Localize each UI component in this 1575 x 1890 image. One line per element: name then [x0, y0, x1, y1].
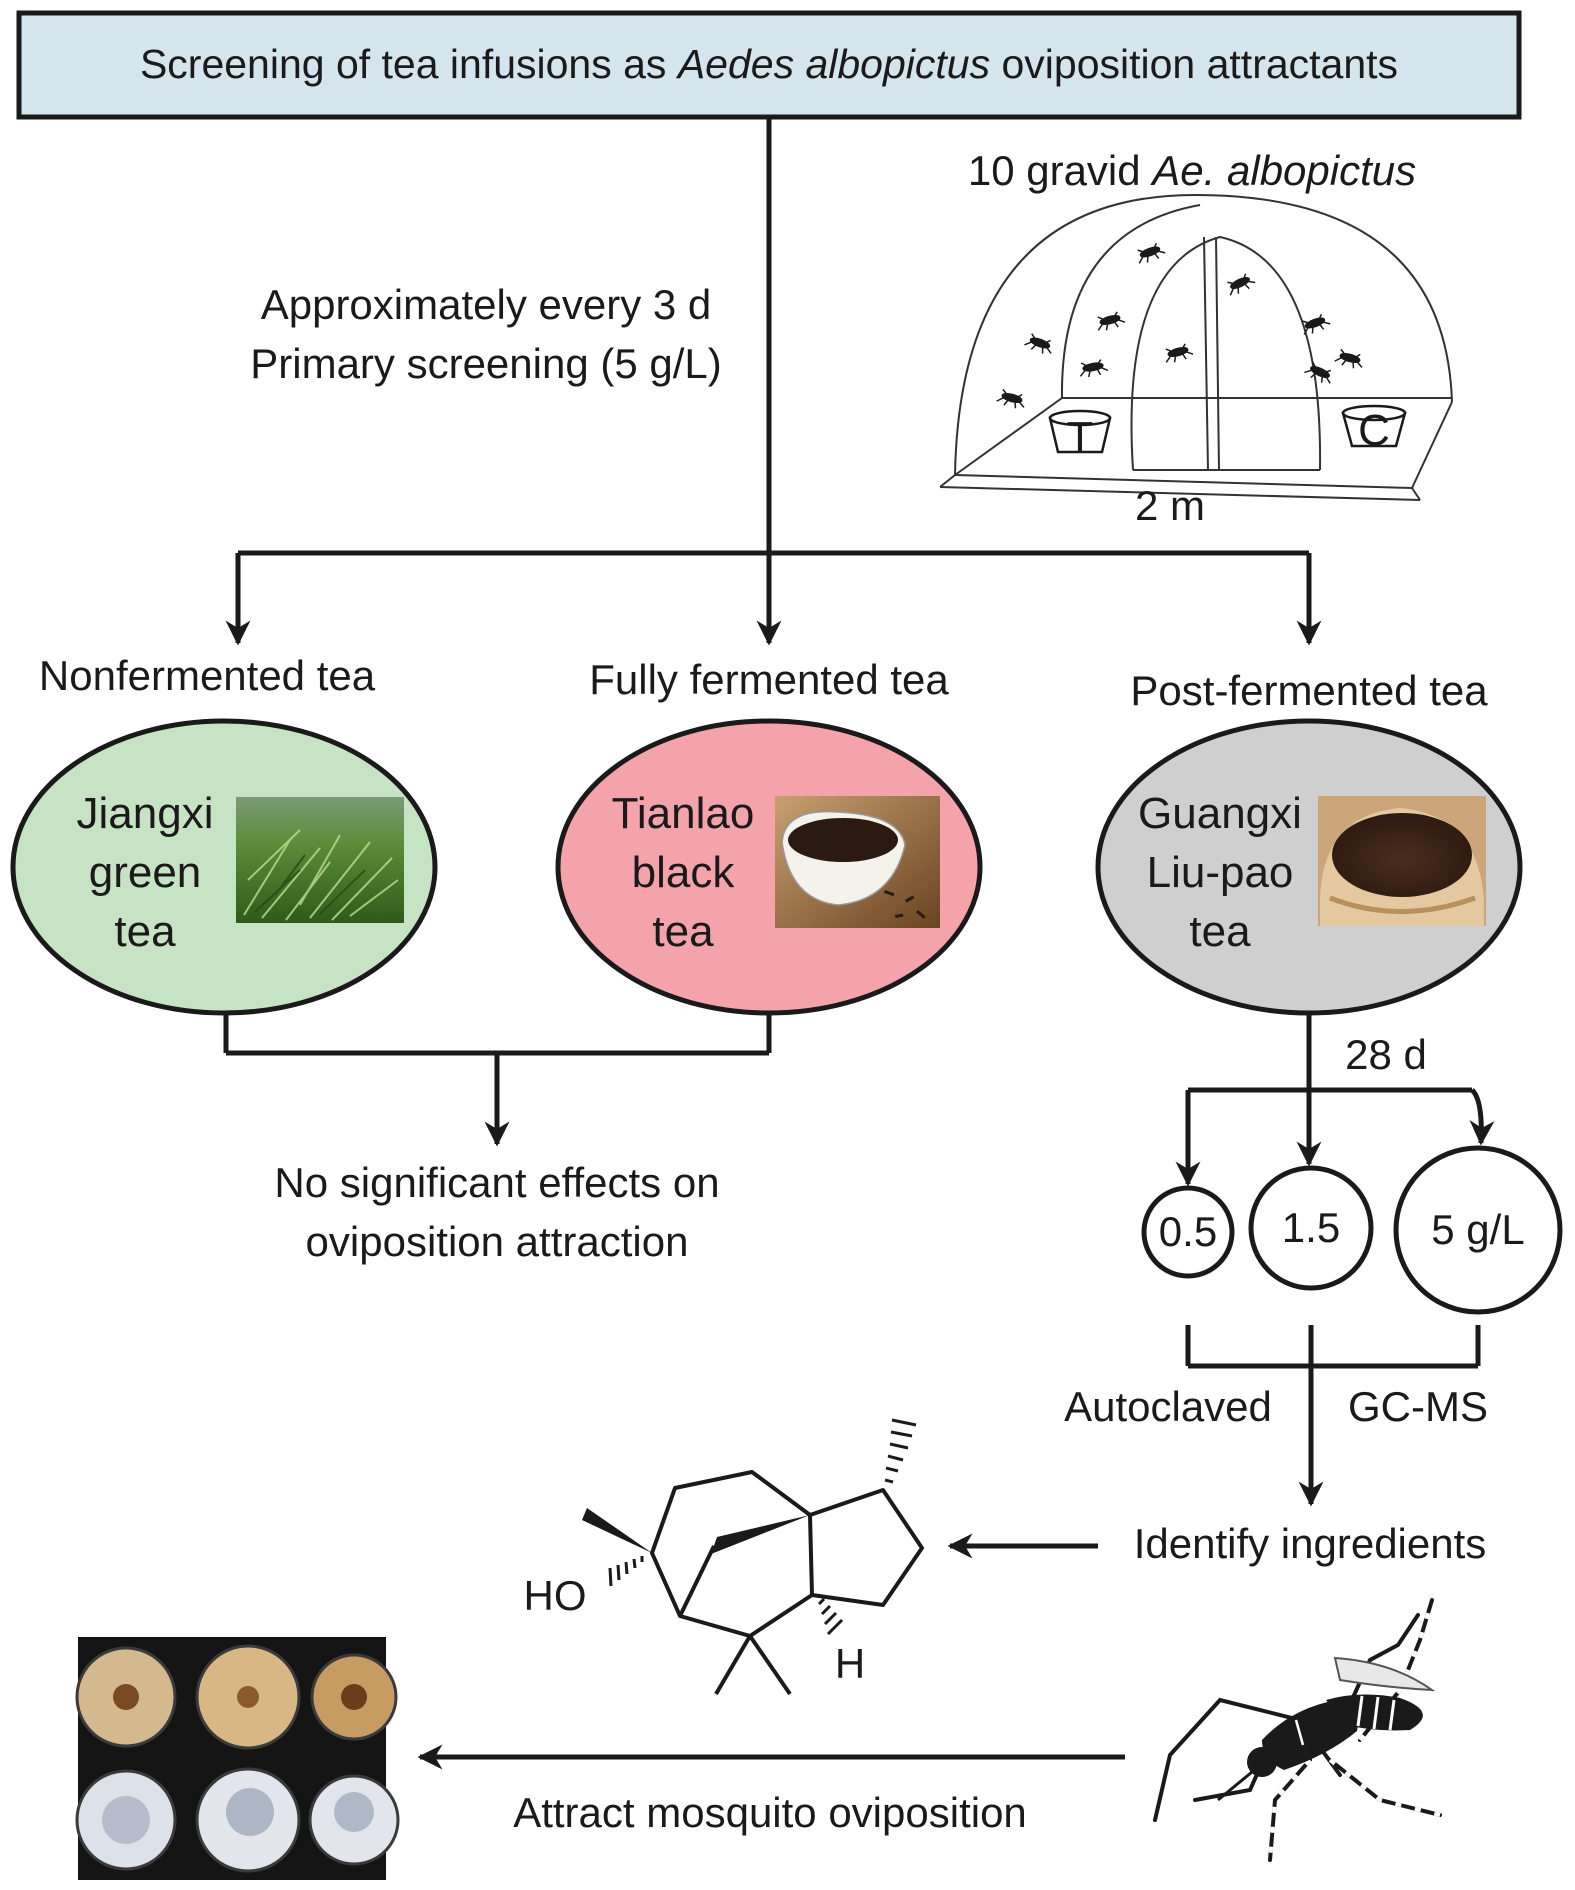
black-tea-name-line1: Tianlao: [612, 789, 755, 838]
green-tea-name-line2: green: [89, 848, 202, 897]
process-connectors: [1185, 1325, 1481, 1507]
category-label-fully-fermented: Fully fermented tea: [589, 656, 949, 703]
cage-mosquito-icon: [996, 388, 1025, 409]
cage-illustration: 10 gravid Ae. albopictus T C: [939, 147, 1453, 529]
category-label-nonfermented: Nonfermented tea: [39, 652, 376, 699]
process-left-label: Autoclaved: [1064, 1383, 1272, 1430]
concentration-label-high: 5 g/L: [1431, 1206, 1524, 1253]
concentration-circle-high: [1393, 1145, 1563, 1315]
treatment-cup-rim: [1048, 409, 1112, 427]
no-effect-line2: oviposition attraction: [306, 1218, 689, 1265]
control-cup-rim: [1341, 404, 1407, 422]
main-connectors: [225, 117, 1322, 646]
title-suffix: oviposition attractants: [990, 41, 1398, 87]
cage-mosquitoes: [996, 242, 1363, 409]
liupao-tea-photo: [1318, 796, 1486, 926]
oviposition-photo: [75, 1637, 400, 1880]
screening-line1: Approximately every 3 d: [261, 281, 712, 328]
title-prefix: Screening of tea infusions as: [140, 41, 678, 87]
cage-mosquito-icon: [1097, 311, 1126, 331]
cage-mosquito-icon: [1165, 343, 1194, 363]
cage-mosquito-icon: [1024, 333, 1052, 354]
black-tea-name-line3: tea: [652, 907, 714, 956]
molecule-h-label: H: [835, 1640, 865, 1687]
concentration-label-low: 0.5: [1159, 1208, 1217, 1255]
liupao-tea-name-line1: Guangxi: [1138, 789, 1302, 838]
cage-mosquito-icon: [1334, 348, 1363, 369]
concentration-label-mid: 1.5: [1282, 1204, 1340, 1251]
green-tea-photo: [236, 797, 404, 923]
green-tea-name-line1: Jiangxi: [77, 789, 214, 838]
identify-label: Identify ingredients: [1134, 1520, 1487, 1567]
black-tea-name-line2: black: [632, 848, 736, 897]
no-effect-line1: No significant effects on: [274, 1159, 719, 1206]
cage-mosquito-icon: [1079, 359, 1109, 378]
title-species: Aedes albopictus: [675, 41, 990, 87]
black-tea-photo: [775, 796, 940, 928]
attract-label: Attract mosquito oviposition: [513, 1789, 1027, 1836]
cage-mosquito-icon: [1302, 313, 1331, 335]
title-text: Screening of tea infusions as Aedes albo…: [140, 41, 1398, 87]
molecule-ho-label: HO: [524, 1572, 587, 1619]
duration-label: 28 d: [1345, 1031, 1427, 1078]
concentration-circle-low: [1141, 1185, 1235, 1279]
concentration-connectors: [1175, 1012, 1495, 1187]
liupao-tea-name-line2: Liu-pao: [1147, 848, 1294, 897]
concentration-circle-mid: [1248, 1165, 1374, 1291]
cage-frame: [939, 193, 1453, 501]
cage-size-label: 2 m: [1135, 482, 1205, 529]
molecule-methyl-wedge: [582, 1508, 652, 1553]
control-cup-label: C: [1358, 406, 1390, 455]
title-box: [16, 10, 1522, 120]
screening-line2: Primary screening (5 g/L): [250, 340, 722, 387]
cage-mosquito-icon: [1137, 242, 1166, 264]
category-label-post-fermented: Post-fermented tea: [1130, 667, 1488, 714]
cage-label-species: Ae. albopictus: [1149, 147, 1416, 194]
cage-label: 10 gravid Ae. albopictus: [968, 147, 1416, 194]
cage-mosquito-icon: [1227, 273, 1256, 296]
cage-label-prefix: 10 gravid: [968, 147, 1152, 194]
green-tea-name-line3: tea: [114, 907, 176, 956]
liupao-tea-name-line3: tea: [1189, 907, 1251, 956]
treatment-cup-label: T: [1067, 413, 1094, 462]
molecule-bridge-wedge: [711, 1515, 810, 1554]
no-effect-connectors: [223, 1012, 772, 1147]
cage-mosquito-icon: [1304, 361, 1331, 384]
molecule-structure: [582, 1418, 924, 1696]
process-right-label: GC-MS: [1348, 1383, 1488, 1430]
mosquito-icon: [1153, 1598, 1442, 1862]
